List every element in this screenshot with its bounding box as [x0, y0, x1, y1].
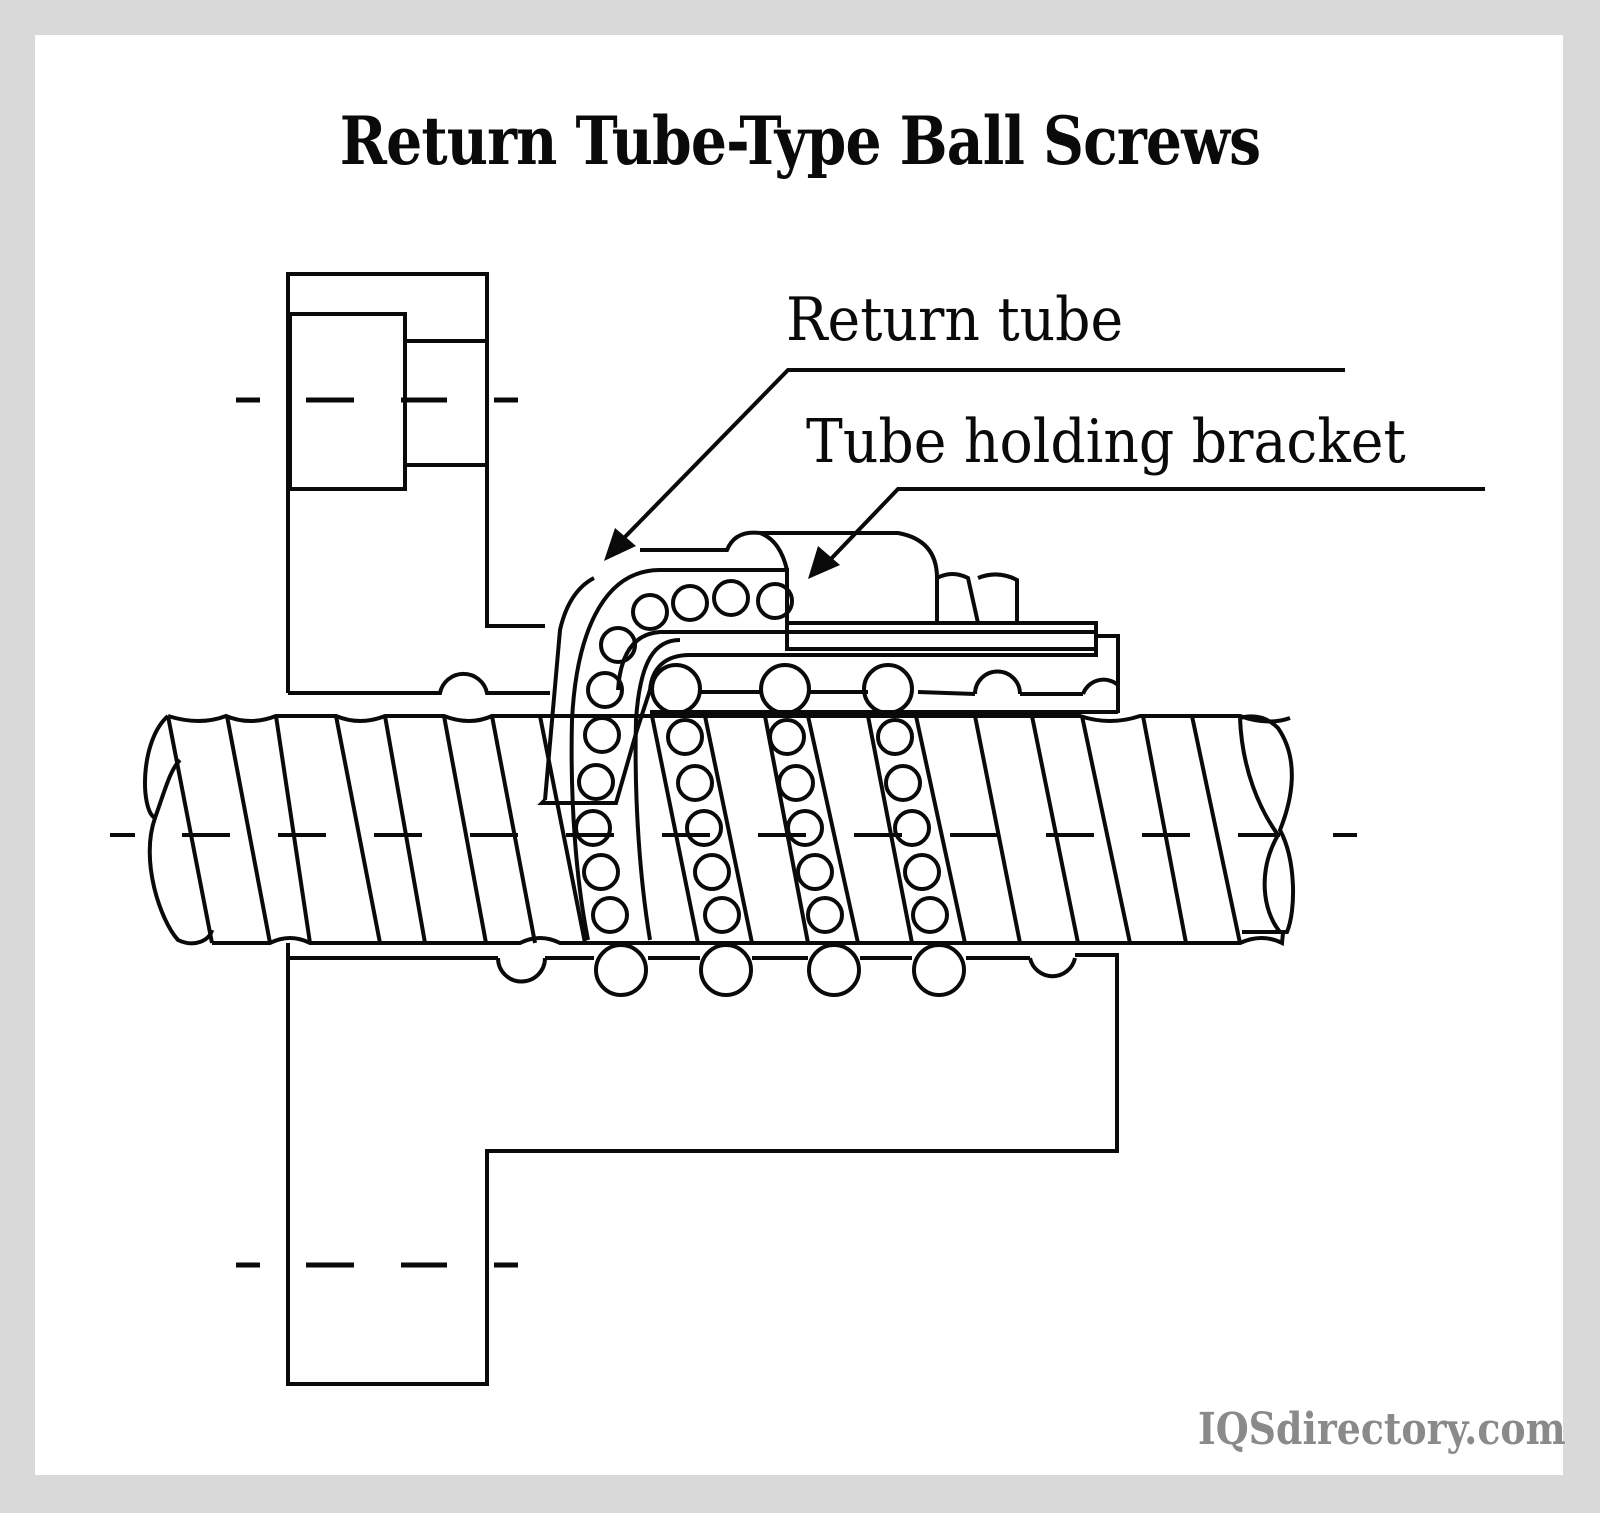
ball — [878, 720, 912, 754]
return-tube-leader — [622, 370, 1345, 540]
ball — [579, 765, 613, 799]
ball — [668, 720, 702, 754]
groove-wall — [916, 716, 965, 943]
thread-line — [168, 716, 212, 943]
ball — [761, 665, 809, 713]
ball — [779, 766, 813, 800]
ball — [809, 945, 859, 995]
ball — [808, 898, 842, 932]
ball — [770, 720, 804, 754]
bracket-leader-line — [828, 489, 1485, 562]
ball — [705, 898, 739, 932]
bracket-plate — [787, 623, 1096, 649]
upper-flange-outline — [288, 274, 545, 693]
ball — [758, 584, 792, 618]
thread-line — [1192, 716, 1240, 943]
ball — [601, 628, 635, 662]
bracket-arrowhead-icon — [808, 546, 840, 579]
shaft-left-break — [145, 716, 212, 943]
watermark: IQSdirectory.com — [1198, 1404, 1566, 1455]
ball — [714, 581, 748, 615]
ball — [687, 811, 721, 845]
page-title: Return Tube-Type Ball Screws — [339, 102, 1261, 180]
ball-circuit-2 — [765, 716, 858, 943]
return-tube — [542, 533, 1096, 940]
label-tube-holding-bracket: Tube holding bracket — [806, 407, 1406, 477]
thread-line — [1143, 716, 1186, 943]
ball — [652, 665, 700, 713]
thread-line — [336, 716, 380, 943]
ball-circuit-3 — [868, 716, 965, 943]
upper-flange — [288, 274, 550, 693]
return-tube-leader-line — [622, 370, 1345, 540]
groove-wall — [808, 716, 858, 943]
ball-circuit-4-walls — [540, 716, 1020, 943]
return-tube-outer-wall — [545, 578, 594, 800]
thread-line — [492, 716, 535, 943]
thread-line — [444, 716, 486, 943]
ball — [678, 766, 712, 800]
groove-wall — [540, 716, 585, 943]
ball — [913, 898, 947, 932]
ball — [701, 945, 751, 995]
thread-line — [1082, 716, 1130, 943]
shaft-right-break — [1240, 716, 1293, 932]
groove-wall — [705, 716, 752, 943]
ball — [895, 811, 929, 845]
bracket-bolt-heads — [937, 574, 1017, 623]
groove-wall — [975, 716, 1020, 943]
ball — [673, 586, 707, 620]
groove-wall — [652, 716, 698, 943]
upper-ball-row — [650, 665, 1118, 713]
thread-line — [385, 716, 425, 943]
ball — [593, 898, 627, 932]
upper-bolt-hole — [405, 341, 487, 465]
ball — [588, 673, 622, 707]
thread-line — [1032, 716, 1078, 943]
ball — [584, 855, 618, 889]
shaft-bottom-edge — [212, 933, 1283, 943]
ball — [576, 811, 610, 845]
ball — [585, 718, 619, 752]
ball — [798, 855, 832, 889]
ball — [788, 811, 822, 845]
lower-nut — [288, 943, 1117, 1384]
return-tube-arrowhead-icon — [604, 528, 636, 561]
groove-wall — [868, 716, 912, 943]
ball-circuit-1 — [652, 716, 752, 943]
tube-holding-bracket — [760, 533, 1118, 713]
return-tube-balls — [576, 581, 792, 932]
ball-bump — [1030, 958, 1075, 976]
ball — [596, 945, 646, 995]
return-tube-bend-outer — [572, 570, 787, 940]
upper-nut-bottom-line — [288, 674, 550, 693]
ball — [695, 855, 729, 889]
ball — [914, 945, 964, 995]
return-tube-body — [542, 632, 1096, 803]
ball — [864, 665, 912, 713]
ball — [633, 595, 667, 629]
bracket-leader — [828, 489, 1485, 562]
ball-bump — [498, 958, 545, 982]
ball — [886, 766, 920, 800]
label-return-tube: Return tube — [786, 285, 1124, 355]
bracket-side — [1096, 636, 1118, 713]
lower-nut-outline — [288, 943, 1117, 1384]
thread-line — [227, 716, 270, 943]
return-tube-bend-inner — [636, 640, 680, 940]
upper-ball-race-line — [700, 692, 1083, 694]
thread-line — [276, 716, 310, 943]
ball-partial — [1083, 680, 1118, 694]
ball — [905, 855, 939, 889]
ball-partial — [975, 672, 1020, 695]
shaft-thread-lines — [168, 716, 1240, 943]
return-tube-top-contour — [640, 533, 787, 570]
